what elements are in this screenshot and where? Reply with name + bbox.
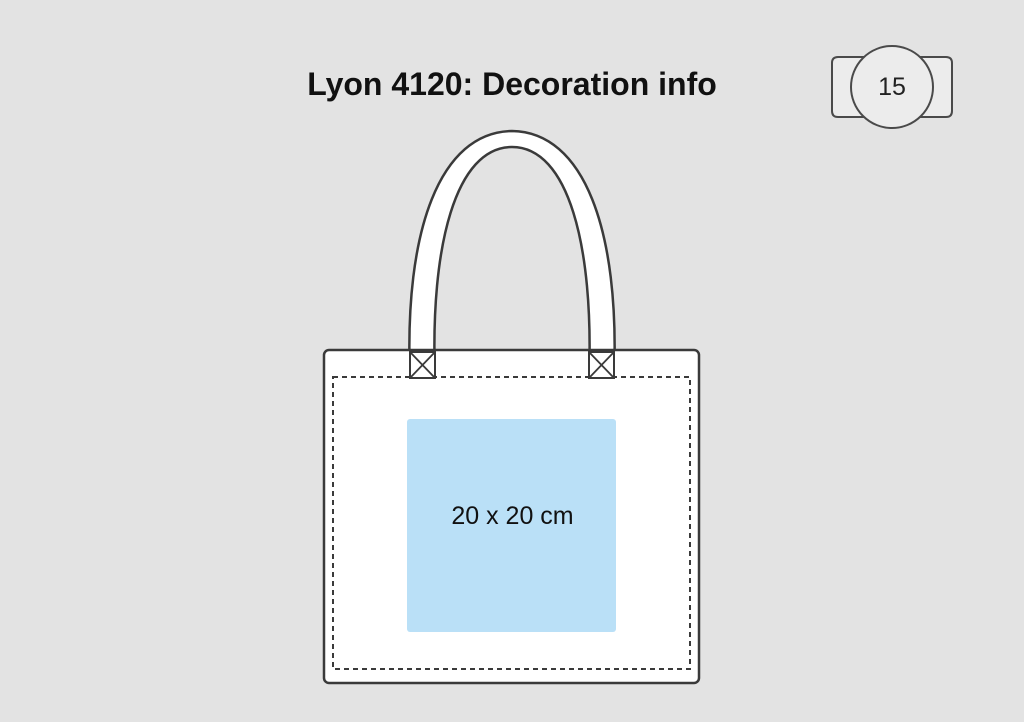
page-title: Lyon 4120: Decoration info xyxy=(307,66,717,102)
bag-handle xyxy=(408,129,616,380)
badge-shape xyxy=(831,45,953,129)
quantity-badge: 15 xyxy=(830,36,954,138)
handle-attachment-right xyxy=(588,351,615,379)
stitch-line xyxy=(332,376,691,670)
print-area: 20 x 20 cm xyxy=(407,419,616,632)
handle-attachment-left xyxy=(409,351,436,379)
print-area-label: 20 x 20 cm xyxy=(451,502,574,530)
badge-number: 15 xyxy=(878,72,906,101)
